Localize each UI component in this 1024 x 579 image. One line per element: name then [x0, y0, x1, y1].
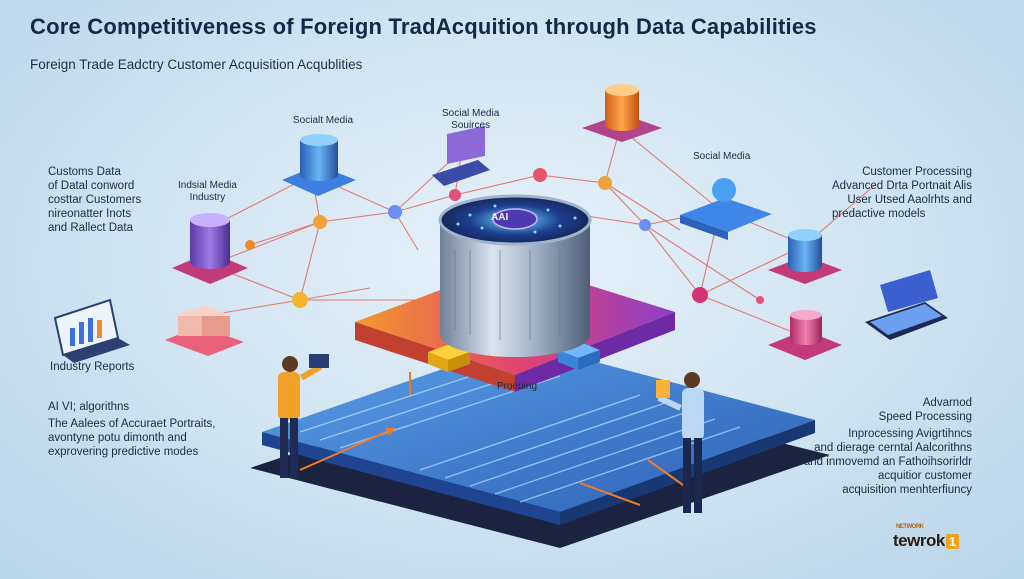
algorithms-line: The Aalees of Accuraet Portraits, — [48, 418, 216, 430]
customs-line: and Rallect Data — [48, 222, 134, 234]
platform-label: Proeuing — [497, 381, 538, 392]
customs-line: of Datal conword — [48, 180, 135, 192]
ai-cylinder — [440, 220, 590, 357]
speed-line: acquisition menhterfiuncy — [842, 484, 972, 496]
customs-line: costtar Customers — [48, 194, 142, 206]
label-industry-reports: Industry Reports — [50, 361, 135, 373]
speed-line: Inprocessing Avigrtihncs — [848, 428, 972, 440]
pink-database — [790, 315, 822, 345]
customer-line: predactive models — [832, 208, 926, 220]
label-social-media-top: Socialt Media — [293, 115, 354, 126]
speed-line: and dierage cerntal Aalcorithns — [814, 442, 972, 454]
label-social-media-right: Social Media — [693, 151, 751, 162]
person-left — [278, 354, 329, 478]
speed-processing-heading: Speed Processing — [878, 411, 972, 423]
speed-line: acquitior customer — [878, 470, 972, 482]
customs-data-block: Customs Data of Datal conword costtar Cu… — [48, 165, 141, 235]
customs-data-heading: Customs Data — [48, 166, 121, 178]
arrows — [299, 372, 691, 506]
customer-line: Advanced Drta Portnait Alis — [832, 180, 972, 192]
customs-line: nireonatter Inots — [48, 208, 132, 220]
customs-database — [190, 220, 230, 269]
speed-pre-heading: Advarnod — [922, 397, 972, 409]
circuit-platform — [262, 342, 815, 512]
person-right — [656, 372, 704, 513]
ai-chip-label: AAI — [491, 212, 509, 223]
customer-line: User Utsed Aaolrhts and — [847, 194, 972, 206]
ai-algorithms-heading: AI VI; algorithns — [48, 401, 130, 413]
orange-database — [605, 90, 639, 131]
page-title: Core Competitiveness of Foreign TradAcqu… — [30, 14, 817, 39]
social-media-database — [300, 140, 338, 181]
ai-chip — [492, 208, 538, 230]
customer-database — [788, 235, 822, 272]
customer-processing-block: Customer Processing Advanced Drta Portna… — [832, 165, 972, 221]
page-subtitle: Foreign Trade Eadctry Customer Acquisiti… — [30, 57, 363, 72]
social-media-platform — [680, 198, 772, 232]
ai-algorithms-block: AI VI; algorithns The Aalees of Accuraet… — [48, 400, 215, 459]
speed-processing-block: Advarnod Speed Processing Inprocessing A… — [804, 396, 972, 497]
algorithms-line: avontyne potu dimonth and — [48, 432, 187, 444]
algorithms-line: exprovering predictive modes — [48, 446, 199, 458]
customer-processing-heading: Customer Processing — [862, 166, 972, 178]
speed-line: and inmovemd an Fathoihsorirldr — [803, 456, 972, 468]
